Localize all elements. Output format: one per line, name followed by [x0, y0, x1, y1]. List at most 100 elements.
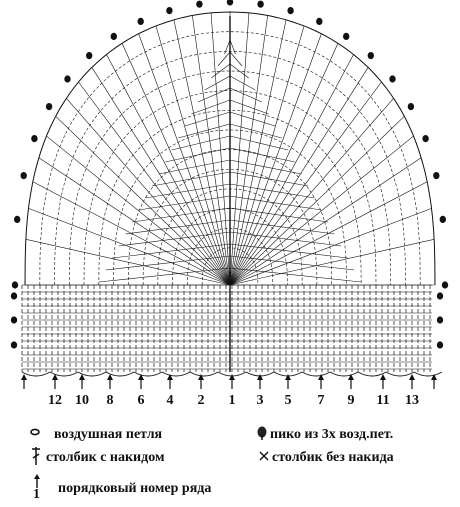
row-arrowhead [167, 374, 173, 380]
picot-mark [436, 292, 444, 300]
picot-mark [137, 17, 144, 25]
feather-line [229, 99, 269, 115]
legend-single-crochet-label: столбик без накида [272, 450, 394, 465]
row-number-left: 2 [197, 393, 205, 408]
row-number-left: 8 [106, 393, 114, 408]
dome-radial [229, 12, 250, 286]
feather-line [229, 219, 335, 235]
dome-radial [66, 98, 231, 286]
picot-mark [11, 281, 19, 289]
picot-mark [196, 0, 203, 8]
bottom-scallop [161, 371, 191, 377]
feather-line [229, 207, 328, 223]
picot-mark [407, 103, 415, 111]
dome-radial [229, 81, 382, 286]
dome-radial [229, 116, 405, 286]
feather-line [125, 219, 231, 235]
double-crochet-icon [32, 447, 40, 465]
row-arrowhead [138, 374, 144, 380]
feather-line [229, 39, 236, 55]
row-number-right: 13 [405, 393, 419, 408]
picot-mark [226, 0, 234, 6]
feather-line [197, 87, 231, 103]
dome-row-arc [172, 208, 288, 286]
picot-mark [287, 7, 294, 15]
feather-line [229, 159, 302, 175]
dome-radial [78, 81, 231, 286]
dome-radial [55, 116, 231, 286]
picot-mark [257, 0, 264, 8]
feather-line [229, 195, 322, 211]
picot-mark [86, 52, 93, 60]
row-arrowhead [409, 374, 415, 380]
single-crochet-icon [259, 451, 269, 461]
legend-picot-label: пико из 3х возд.пет. [270, 427, 394, 442]
feather-line [171, 135, 231, 151]
feather-line [229, 51, 243, 67]
bottom-scallop [49, 371, 79, 377]
row-arrowhead [431, 374, 437, 380]
dome-radial [46, 135, 231, 286]
feather-line [229, 243, 348, 259]
feather-line [138, 195, 231, 211]
picot-mark [316, 17, 323, 25]
dome-radial [229, 54, 354, 286]
dome-radial [192, 15, 231, 286]
feather-line [229, 87, 263, 103]
dome-radial [229, 67, 369, 286]
bottom-scallop [329, 371, 359, 377]
feather-line [191, 99, 231, 115]
dome-radial [229, 25, 305, 286]
row-number-left: 6 [137, 393, 145, 408]
row-arrowhead [198, 374, 204, 380]
picot-mark [367, 52, 374, 60]
picot-mark [20, 172, 27, 180]
row-arrowhead [257, 374, 263, 380]
dome-radial [28, 208, 231, 286]
row-number-right: 11 [376, 393, 390, 408]
crochet-diagram-svg [10, 0, 449, 389]
bottom-scallop [385, 371, 415, 377]
picot-mark [10, 341, 18, 349]
feather-line [229, 147, 295, 163]
picot-mark [31, 135, 38, 143]
picot-mark [422, 135, 429, 143]
row-number-right: 3 [256, 393, 264, 408]
dome-radial [229, 208, 432, 286]
feather-line [151, 171, 231, 187]
legend-row-number-sample: 1 [33, 487, 40, 502]
feather-line [229, 111, 276, 127]
bottom-scallop [413, 371, 443, 377]
dome-radial [106, 54, 231, 286]
picot-mark [14, 215, 21, 223]
picot-mark [441, 281, 449, 289]
bottom-scallop [105, 371, 135, 377]
bottom-scallop [77, 371, 107, 377]
feather-line [178, 123, 231, 139]
picot-mark [389, 75, 396, 83]
feather-line [229, 183, 315, 199]
bottom-scallop [189, 371, 219, 377]
picot-mark [10, 292, 18, 300]
row-arrowhead [21, 374, 27, 380]
dome-row-arc [142, 168, 318, 286]
row-arrowhead [229, 374, 235, 380]
row-number-right: 9 [347, 393, 355, 408]
feather-line [105, 255, 231, 271]
dome-radial [91, 67, 231, 286]
row-arrowhead [318, 374, 324, 380]
feather-line [229, 267, 361, 283]
crochet-chart [10, 0, 449, 389]
feather-line [132, 207, 231, 223]
dome-radial [210, 12, 231, 286]
row-number-center: 1 [228, 393, 236, 408]
feather-line [165, 147, 231, 163]
dome-radial [229, 239, 435, 286]
feather-line [145, 183, 231, 199]
row-number-left: 4 [166, 393, 174, 408]
row-number-left: 10 [75, 393, 89, 408]
row-number-left: 12 [48, 393, 62, 408]
picot-mark [439, 215, 446, 223]
dome-radial [229, 43, 339, 286]
dome-radial [229, 15, 268, 286]
